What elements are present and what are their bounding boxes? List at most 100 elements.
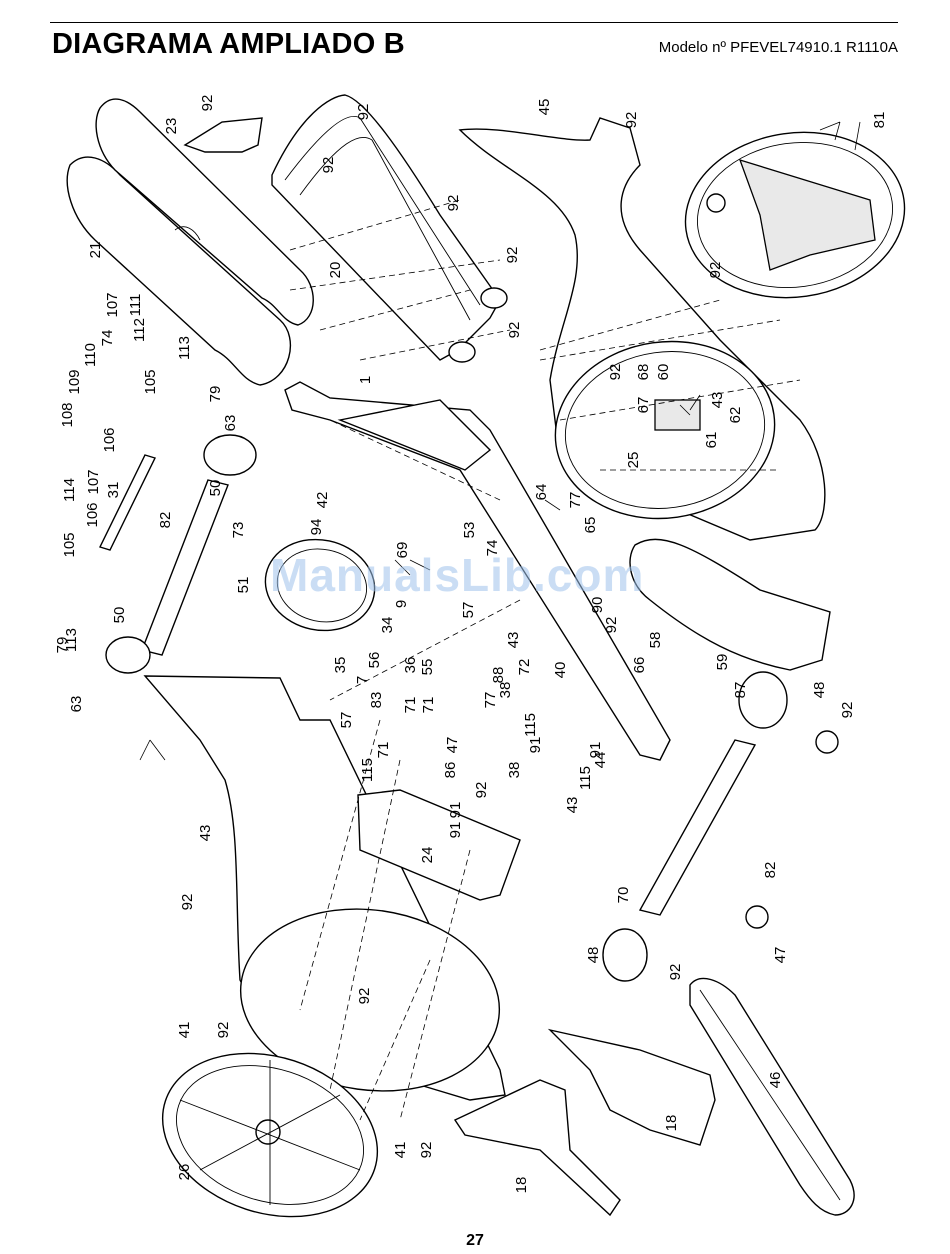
part-callout: 73 (230, 522, 247, 539)
part-callout: 20 (327, 262, 344, 279)
part-23 (183, 117, 263, 153)
part-callout: 92 (667, 964, 684, 981)
part-callout: 23 (163, 118, 180, 135)
part-73-tube (105, 434, 257, 674)
part-callout: 38 (497, 682, 514, 699)
part-callout: 92 (473, 782, 490, 799)
part-callout: 92 (355, 104, 372, 121)
part-callout: 58 (647, 632, 664, 649)
part-callout: 110 (82, 343, 99, 367)
part-callout: 115 (359, 758, 376, 782)
part-1-frame (284, 381, 671, 761)
part-callout: 115 (577, 766, 594, 790)
part-callout: 48 (585, 947, 602, 964)
part-callout: 36 (402, 657, 419, 674)
part-callout: 43 (564, 797, 581, 814)
part-26-disc (161, 1052, 379, 1218)
part-59-pad (629, 538, 831, 671)
part-callout: 41 (392, 1142, 409, 1159)
part-callout: 91 (447, 802, 464, 819)
watermark: ManualsLib.com (270, 549, 645, 601)
alignment-lines (289, 199, 801, 1121)
part-callout: 47 (444, 737, 461, 754)
part-callout: 51 (235, 577, 252, 594)
part-callout: 92 (199, 95, 216, 112)
part-callout: 83 (368, 692, 385, 709)
part-callout: 25 (625, 452, 642, 469)
part-callout: 50 (111, 607, 128, 624)
part-callout: 66 (631, 657, 648, 674)
part-callout: 79 (207, 386, 224, 403)
part-callout: 26 (176, 1164, 193, 1181)
part-callout: 92 (320, 157, 337, 174)
model-number: Modelo nº PFEVEL74910.1 R1110A (658, 39, 898, 56)
part-callout: 43 (709, 392, 726, 409)
part-callout: 92 (603, 617, 620, 634)
part-callout: 57 (338, 712, 355, 729)
part-callout: 70 (615, 887, 632, 904)
part-callout: 72 (516, 659, 533, 676)
part-callout: 18 (513, 1177, 530, 1194)
part-callout: 108 (59, 402, 76, 427)
page-number: 27 (466, 1232, 484, 1249)
part-callout: 74 (99, 330, 116, 347)
part-27-disc (684, 131, 906, 299)
part-callout: 21 (87, 242, 104, 259)
part-70-post (602, 671, 839, 982)
part-callout: 55 (419, 659, 436, 676)
part-callout: 35 (332, 657, 349, 674)
part-callout: 92 (839, 702, 856, 719)
part-callout: 109 (66, 369, 83, 394)
part-25-disc (554, 340, 776, 520)
part-44-shroud (143, 675, 506, 1101)
part-callout: 71 (375, 742, 392, 759)
part-callout: 107 (104, 292, 121, 317)
part-callout: 57 (460, 602, 477, 619)
part-callout: 56 (366, 652, 383, 669)
part-21-cover (66, 98, 314, 386)
part-callout: 18 (663, 1115, 680, 1132)
part-callout: 63 (68, 696, 85, 713)
part-31-rod (99, 454, 156, 551)
part-callout: 114 (61, 478, 78, 502)
part-callout: 92 (623, 112, 640, 129)
part-callout: 87 (732, 682, 749, 699)
part-callout: 106 (84, 502, 101, 527)
part-callout: 92 (506, 322, 523, 339)
part-callout: 46 (767, 1072, 784, 1089)
page-title: DIAGRAMA AMPLIADO B (52, 28, 405, 60)
part-callout: 45 (536, 99, 553, 116)
part-callout: 88 (490, 667, 507, 684)
part-callout: 47 (772, 947, 789, 964)
part-callout: 92 (418, 1142, 435, 1159)
part-callout: 94 (308, 519, 325, 536)
part-callout: 91 (587, 742, 604, 759)
part-24-plate (357, 789, 521, 901)
part-callout: 9 (393, 600, 410, 608)
part-callout: 92 (179, 894, 196, 911)
part-callout: 82 (762, 862, 779, 879)
part-callout: 113 (176, 336, 193, 360)
leader-lines (139, 121, 861, 761)
part-callout: 115 (522, 713, 539, 737)
part-callout: 91 (447, 822, 464, 839)
part-callout: 1 (357, 376, 374, 384)
part-callout: 92 (504, 247, 521, 264)
part-callout: 92 (607, 364, 624, 381)
part-callout: 41 (176, 1022, 193, 1039)
part-callout: 60 (655, 364, 672, 381)
part-callout: 67 (635, 397, 652, 414)
part-callout: 40 (552, 662, 569, 679)
part-callout: 71 (402, 697, 419, 714)
part-callout: 64 (533, 484, 550, 501)
part-callout: 107 (85, 469, 102, 494)
part-callout: 31 (105, 482, 122, 499)
part-51-flywheel (264, 538, 376, 632)
part-callout: 43 (197, 825, 214, 842)
part-callout: 71 (420, 697, 437, 714)
part-callout: 53 (461, 522, 478, 539)
part-callout: 105 (142, 369, 159, 394)
part-callout: 43 (505, 632, 522, 649)
part-callout: 92 (707, 262, 724, 279)
